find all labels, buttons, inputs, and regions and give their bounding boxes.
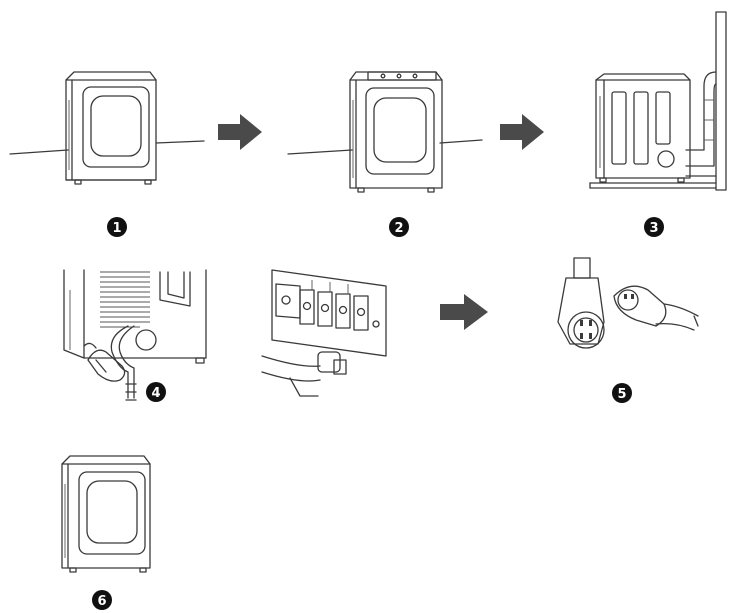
dryer-front-icon — [9, 71, 205, 185]
step-number-badge-4: 4 — [146, 382, 166, 402]
step-number-1: 1 — [112, 221, 121, 236]
terminal-block-icon — [261, 269, 387, 397]
arrow-right-icon — [440, 294, 488, 330]
step-number-5: 5 — [617, 387, 626, 402]
dryer-vent-duct-icon — [589, 11, 727, 191]
arrow-right-icon — [218, 114, 262, 150]
vent-grill-lines — [100, 271, 150, 328]
dryer-front-icon — [61, 455, 151, 573]
arrow-right-icon — [500, 114, 544, 150]
step-number-badge-6: 6 — [92, 590, 112, 610]
gas-hose-connection-icon — [63, 269, 207, 401]
step-number-2: 2 — [394, 221, 403, 236]
dryer-control-panel-icon — [287, 71, 483, 193]
step-number-badge-1: 1 — [107, 217, 127, 237]
step-number-badge-3: 3 — [644, 217, 664, 237]
step-number-badge-2: 2 — [389, 217, 409, 237]
power-plug-outlet-icon — [557, 257, 699, 349]
step-number-3: 3 — [649, 221, 658, 236]
step-number-4: 4 — [151, 386, 160, 401]
step-number-badge-5: 5 — [612, 383, 632, 403]
step-number-6: 6 — [97, 594, 106, 609]
